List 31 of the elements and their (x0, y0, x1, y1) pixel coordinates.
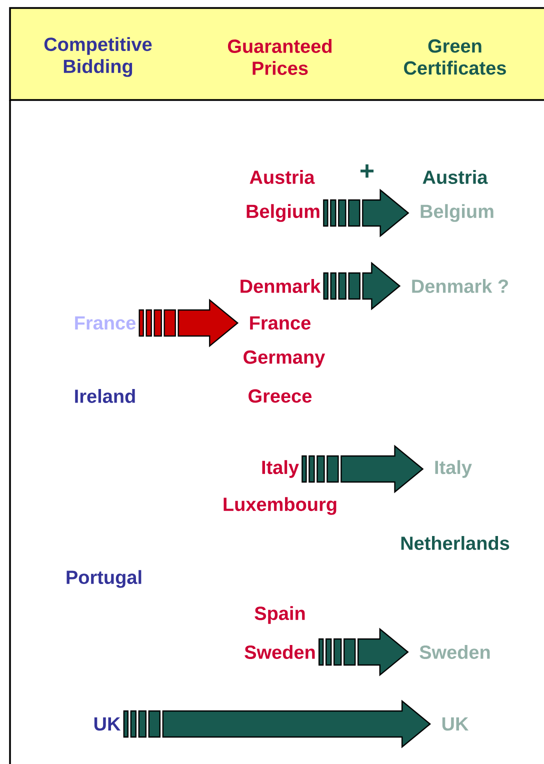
country-name: Sweden (244, 645, 315, 659)
country-name: France (250, 316, 310, 330)
column-heading: Green Certificates (404, 39, 506, 75)
country-name: Sweden (420, 645, 490, 659)
country-name: Greece (248, 389, 312, 403)
country-name: Austria (250, 170, 315, 184)
country-name: Italy (435, 460, 472, 478)
country-name: Germany (244, 350, 326, 368)
country-name: UK (442, 717, 469, 731)
column-heading: Guaranteed Prices (228, 39, 332, 75)
country-name: Italy (262, 460, 299, 478)
country-name: Belgium (246, 204, 320, 222)
country-name: Ireland (75, 389, 135, 403)
country-name: UK (94, 717, 121, 731)
block-arrow (123, 700, 432, 748)
country-name: Belgium (420, 204, 494, 222)
block-arrow (318, 628, 409, 676)
block-arrow (302, 444, 424, 494)
country-name: Austria (422, 170, 488, 184)
column-heading: Competitive Bidding (44, 37, 152, 77)
country-name: Denmark (240, 279, 321, 293)
country-name: Netherlands (401, 536, 510, 550)
plus-sign: + (360, 164, 374, 178)
country-name: Luxembourg (224, 497, 336, 515)
country-name: Denmark ? (412, 279, 508, 293)
block-arrow (138, 298, 239, 348)
block-arrow (323, 262, 401, 310)
country-name: France (75, 316, 136, 330)
block-arrow (323, 188, 410, 238)
country-name: Spain (254, 606, 305, 624)
country-name: Portugal (66, 570, 142, 588)
